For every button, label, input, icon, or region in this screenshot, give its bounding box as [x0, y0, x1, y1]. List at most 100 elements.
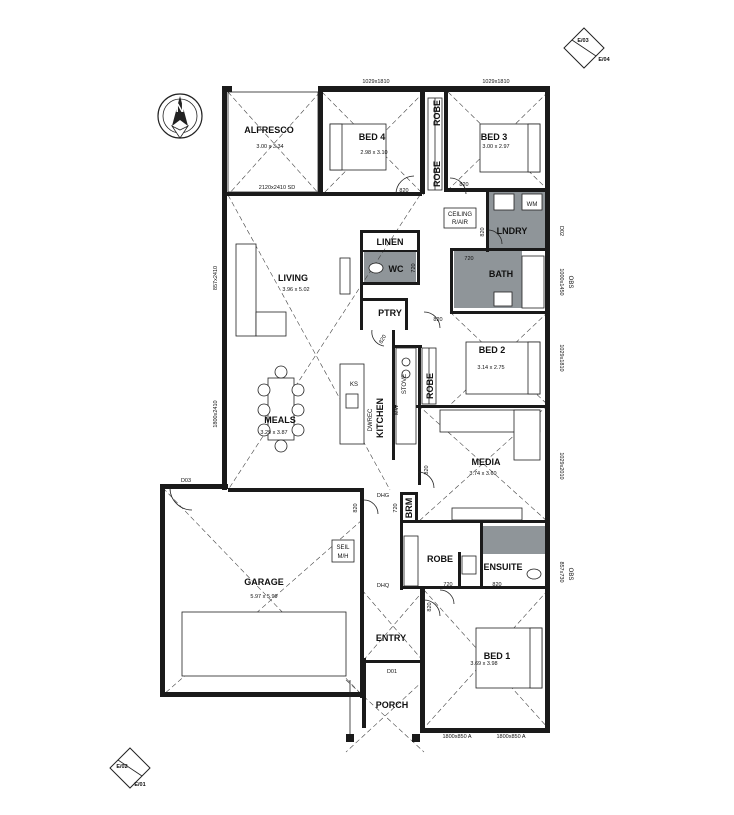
- alfresco-label: ALFRESCO: [244, 125, 294, 135]
- dwrec-note: DWREC: [368, 408, 374, 431]
- north-arrow-icon: N: [157, 93, 203, 139]
- walls: [160, 86, 550, 733]
- obs-bath-note: OBS: [567, 276, 573, 289]
- sliding-door-alfresco: 2120x2410 SD: [259, 185, 295, 191]
- window-bath: 1000x1450: [558, 268, 564, 295]
- bed1-label: BED 1: [484, 651, 511, 661]
- door-pantry: 820: [378, 334, 388, 345]
- ensuite-shower-floor: [482, 526, 546, 554]
- elevation-e02: E/02: [116, 764, 127, 770]
- seil-note: SEIL: [336, 545, 350, 551]
- bed4-label: BED 4: [359, 132, 386, 142]
- kitchen-bench: [395, 347, 417, 445]
- door-d03: D03: [181, 478, 191, 484]
- elevation-e03: E/03: [577, 38, 588, 44]
- bath-vanity: [493, 291, 513, 307]
- door-swings: [169, 175, 503, 617]
- door-bed3: 820: [459, 182, 468, 188]
- room-labels: ALFRESCO 3.00 x 3.34 BED 4 2.98 x 3.10 B…: [244, 100, 527, 710]
- mh-note: M/H: [338, 554, 349, 560]
- door-garage: 820: [353, 503, 359, 512]
- media-label: MEDIA: [472, 457, 502, 467]
- door-d02: D02: [558, 226, 564, 236]
- ks-note: KS: [350, 382, 358, 388]
- door-laundry: 820: [480, 227, 486, 236]
- north-label: N: [176, 101, 185, 115]
- door-bath: 720: [464, 256, 473, 262]
- bed3-label: BED 3: [481, 132, 508, 142]
- mw-note: MW: [394, 404, 400, 415]
- alfresco-outline: [227, 91, 319, 193]
- bed4-size: 2.98 x 3.10: [360, 150, 387, 156]
- bed3-size: 3.00 x 2.97: [482, 144, 509, 150]
- bathtub: [521, 255, 545, 309]
- garage-label: GARAGE: [244, 577, 284, 587]
- window-bed1-a: 1800x850 A: [442, 734, 471, 740]
- window-bed3: 1029x1810: [482, 79, 509, 85]
- brm-label: BRM: [404, 498, 414, 519]
- robe-ensuite-fixture: [403, 535, 419, 587]
- meals-label: MEALS: [264, 415, 296, 425]
- window-bed4: 1029x1810: [362, 79, 389, 85]
- door-dhg: DHG: [377, 493, 389, 499]
- meals-size: 3.29 x 3.87: [260, 430, 287, 436]
- bed1-size: 3.69 x 3.98: [470, 661, 497, 667]
- living-label: LIVING: [278, 273, 308, 283]
- window-meals: 1800x2410: [213, 400, 219, 427]
- robe-top-label: ROBE: [432, 100, 442, 126]
- window-bed2: 1029x1810: [558, 344, 564, 371]
- tv-unit: [339, 257, 351, 295]
- window-ensuite: 857x730: [558, 561, 564, 582]
- garage-door: [181, 611, 347, 677]
- wc-label: WC: [389, 264, 404, 274]
- laundry-tub: [493, 193, 515, 211]
- porch-label: PORCH: [376, 700, 409, 710]
- elevation-marker-top: E/03 E/04: [563, 27, 611, 69]
- ceiling-rair-box: [443, 207, 477, 229]
- wc-toilet: [368, 262, 384, 274]
- seil-mh-box: [331, 539, 355, 563]
- window-media: 1029x2010: [558, 452, 564, 479]
- ensuite-toilet: [526, 568, 542, 580]
- entry-label: ENTRY: [376, 633, 406, 643]
- door-wc: 720: [411, 263, 417, 272]
- bed2-label: BED 2: [479, 345, 506, 355]
- obs-ensuite-note: OBS: [567, 568, 573, 581]
- bath-label: BATH: [489, 269, 513, 279]
- media-size: 3.74 x 3.60: [469, 471, 496, 477]
- elevation-marker-bottom: E/02 E/01: [109, 747, 151, 789]
- door-dhq: DHQ: [377, 583, 390, 589]
- stove-note: STOVE: [402, 374, 408, 394]
- ensuite-label: ENSUITE: [483, 562, 522, 572]
- door-d01: D01: [387, 669, 397, 675]
- kitchen-label: KITCHEN: [375, 398, 385, 438]
- garage-size: 5.97 x 5.99: [250, 594, 277, 600]
- robe-bed2-label: ROBE: [425, 373, 435, 399]
- ptry-label: PTRY: [378, 308, 402, 318]
- door-bed1: 820: [427, 602, 433, 611]
- dimension-tags: 1029x1810 1029x1810 2120x2410 SD 857x241…: [181, 79, 564, 740]
- fixture-notes: CEILING R/AIR SEIL M/H KS STOVE DWREC MW…: [331, 202, 573, 581]
- fixtures: [181, 97, 545, 742]
- door-brm: 720: [393, 503, 399, 512]
- window-bed1-b: 1800x850 A: [496, 734, 525, 740]
- rair-note: R/AIR: [452, 220, 469, 226]
- window-living: 857x2410: [213, 266, 219, 290]
- washing-machine: [521, 193, 543, 211]
- sofa-corner: [255, 311, 287, 337]
- elevation-e01: E/01: [134, 782, 145, 788]
- door-media: 820: [424, 465, 430, 474]
- robe-ensuite-label: ROBE: [427, 554, 453, 564]
- elevation-e04: E/04: [598, 57, 610, 63]
- ensuite-vanity: [461, 555, 477, 575]
- door-bed2: 820: [433, 317, 442, 323]
- wm-note: WM: [527, 202, 538, 208]
- sofa-left: [235, 243, 257, 337]
- media-tv-unit: [451, 507, 523, 521]
- alfresco-size: 3.00 x 3.34: [256, 144, 283, 150]
- robe-top2-label: ROBE: [432, 161, 442, 187]
- door-ensuite: 820: [492, 582, 501, 588]
- living-size: 3.96 x 5.02: [282, 287, 309, 293]
- lndry-label: LNDRY: [497, 226, 528, 236]
